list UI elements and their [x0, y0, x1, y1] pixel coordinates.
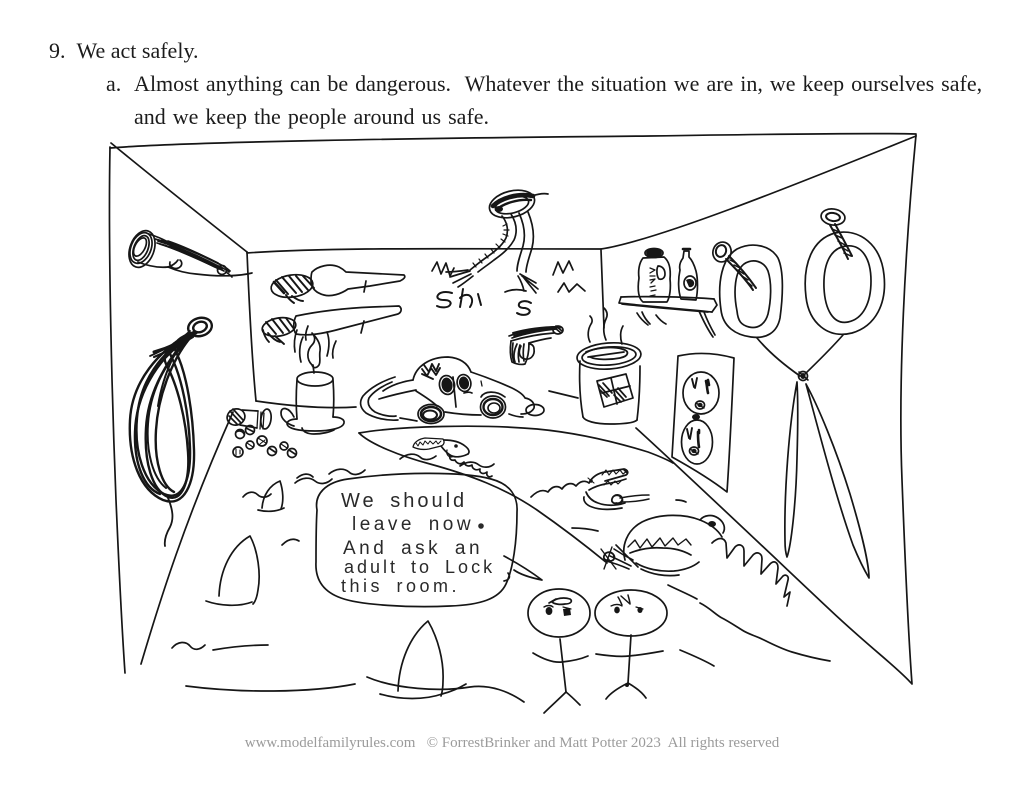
svg-text:We should: We should: [341, 490, 467, 512]
svg-text:leave now: leave now: [352, 514, 474, 535]
svg-text:adult to Lock: adult to Lock: [344, 557, 495, 577]
svg-text:this room.: this room.: [341, 576, 460, 596]
svg-text:And ask an: And ask an: [343, 538, 483, 559]
